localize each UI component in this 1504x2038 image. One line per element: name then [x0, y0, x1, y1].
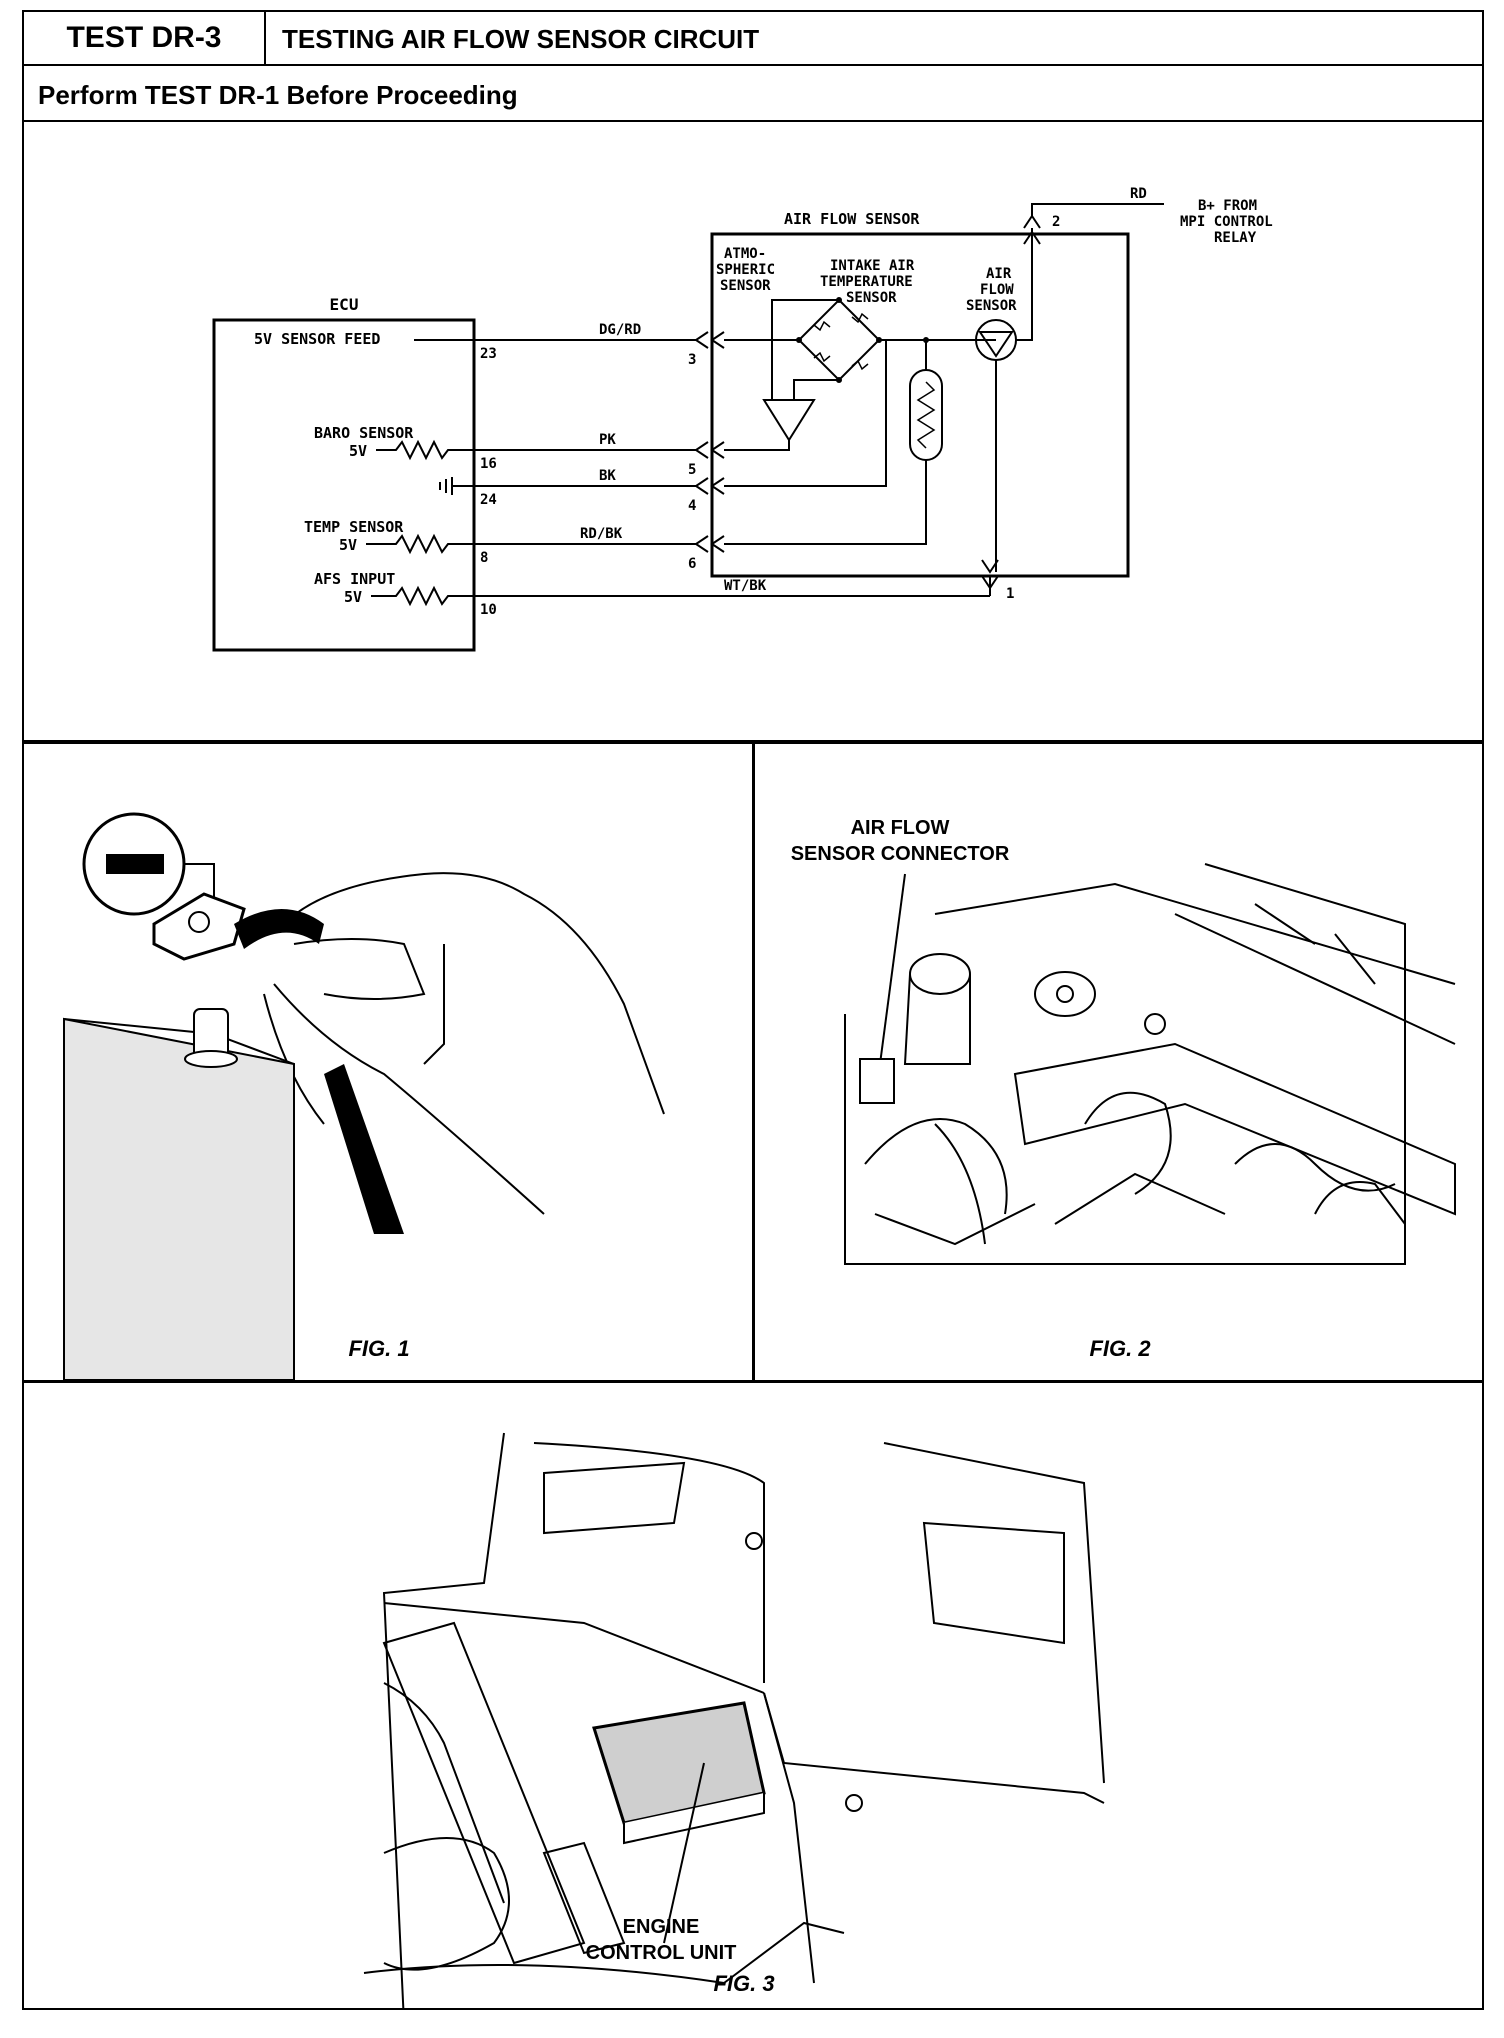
ecu-pin-23: 23	[480, 346, 497, 362]
ecu-item-baro-sensor: BARO SENSOR	[314, 424, 414, 442]
intake-temp-label-1: INTAKE AIR	[830, 258, 915, 274]
ecu-voltage-baro: 5V	[349, 442, 367, 460]
wire-label-dg-rd: DG/RD	[599, 322, 641, 338]
wire-label-wt-bk: WT/BK	[724, 578, 767, 594]
fig2-leader-line	[879, 873, 906, 1065]
ecu-pin-24: 24	[480, 492, 497, 508]
power-source-3: RELAY	[1214, 230, 1257, 246]
baro-resistor	[376, 439, 474, 461]
afs-element-label-2: FLOW	[980, 282, 1014, 298]
intake-temp-label-3: SENSOR	[846, 290, 897, 306]
battery-cable-clamp	[152, 892, 246, 961]
atmospheric-label-1: ATMO-	[724, 246, 766, 262]
afs-module-box	[710, 232, 1130, 578]
fig3-callout-line1: ENGINE	[623, 1916, 700, 1938]
prerequisite-row: Perform TEST DR-1 Before Proceeding	[24, 66, 1482, 122]
ecu-pin-16: 16	[480, 456, 497, 472]
power-source-1: B+ FROM	[1198, 198, 1257, 214]
wire-label-pk: PK	[599, 432, 616, 448]
ecu-voltage-afs: 5V	[344, 588, 362, 606]
fig3-leader-line	[663, 1762, 705, 1944]
engine-bay-drawing	[844, 863, 1456, 1265]
afs-pin-6: 6	[688, 556, 696, 572]
ecu-pin-10: 10	[480, 602, 497, 618]
fig3-caption: FIG. 3	[713, 1971, 774, 1996]
afs-pin-1: 1	[1006, 586, 1014, 602]
afs-resistor	[371, 585, 474, 607]
test-title: TESTING AIR FLOW SENSOR CIRCUIT	[282, 24, 760, 54]
afs-block-label: AIR FLOW SENSOR	[784, 210, 920, 228]
wiring-schematic: ECU 5V SENSOR FEED BARO SENSOR 5V TEMP S…	[212, 186, 1273, 652]
header-row: TEST DR-3 TESTING AIR FLOW SENSOR CIRCUI…	[24, 12, 1482, 66]
test-page: TEST DR-3 TESTING AIR FLOW SENSOR CIRCUI…	[22, 10, 1484, 2010]
fig3-callout-line2: CONTROL UNIT	[586, 1942, 737, 1964]
test-id: TEST DR-3	[24, 12, 266, 64]
afs-element-label-1: AIR	[986, 266, 1012, 282]
prerequisite-note: Perform TEST DR-1 Before Proceeding	[38, 80, 518, 110]
wire-label-bk: BK	[599, 468, 616, 484]
ecu-label: ECU	[330, 295, 359, 314]
figure-divider-horizontal-2	[24, 1380, 1482, 1383]
figure-divider-vertical	[752, 742, 755, 1382]
connector-chevron	[694, 331, 709, 349]
fig2-callout-line2: SENSOR CONNECTOR	[791, 843, 1010, 865]
afs-pin-5: 5	[688, 462, 696, 478]
ecu-voltage-temp: 5V	[339, 536, 357, 554]
fig1-caption: FIG. 1	[348, 1336, 409, 1361]
temp-resistor	[366, 533, 474, 555]
fig2-illustration: AIR FLOW SENSOR CONNECTOR FIG. 2	[791, 817, 1456, 1361]
afs-pin-3: 3	[688, 352, 696, 368]
intake-temp-label-2: TEMPERATURE	[820, 274, 913, 290]
fig2-callout-line1: AIR FLOW	[851, 817, 950, 839]
ecu-item-sensor-feed: 5V SENSOR FEED	[254, 330, 380, 348]
wire-label-rd-bk: RD/BK	[580, 526, 623, 542]
atmospheric-label-2: SPHERIC	[716, 262, 775, 278]
atmospheric-label-3: SENSOR	[720, 278, 771, 294]
afs-element-label-3: SENSOR	[966, 298, 1017, 314]
fig1-illustration: FIG. 1	[63, 812, 665, 1380]
wire-label-rd: RD	[1130, 186, 1147, 202]
ecu-pin-8: 8	[480, 550, 488, 566]
air-flow-sensor-connector	[859, 1058, 895, 1104]
ecu-item-temp-sensor: TEMP SENSOR	[304, 518, 404, 536]
afs-pin-2: 2	[1052, 214, 1060, 230]
atmospheric-sensor-symbol	[762, 399, 816, 442]
power-source-2: MPI CONTROL	[1180, 214, 1273, 230]
fig3-illustration: ENGINE CONTROL UNIT FIG. 3	[363, 1432, 1105, 2008]
hand-outline	[263, 872, 665, 1215]
bridge-sensor	[797, 298, 881, 382]
afs-pin-4: 4	[688, 498, 696, 514]
dashboard-drawing	[363, 1432, 1105, 2008]
ecu-item-afs-input: AFS INPUT	[314, 570, 395, 588]
fig2-caption: FIG. 2	[1089, 1336, 1151, 1361]
battery-body	[63, 1017, 295, 1380]
